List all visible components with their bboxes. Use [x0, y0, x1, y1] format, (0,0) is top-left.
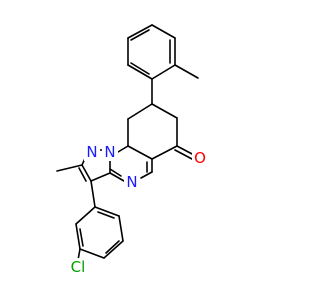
bond	[117, 145, 129, 153]
bond	[174, 149, 193, 160]
bond	[105, 240, 120, 254]
bond	[75, 223, 81, 250]
bond	[81, 164, 92, 182]
bond	[151, 103, 178, 119]
bond	[127, 145, 153, 160]
atom-o-label: O	[194, 149, 206, 167]
atom-n3-label: N	[126, 173, 137, 191]
atom-n2-label: N	[86, 143, 97, 161]
bond	[118, 215, 124, 242]
bond	[79, 228, 84, 247]
bond	[90, 180, 96, 208]
bond	[151, 64, 176, 80]
bond	[127, 24, 153, 39]
bond	[103, 240, 124, 259]
bond	[97, 211, 115, 219]
molecule-structure-canvas: N N N O Cl	[56, 24, 208, 276]
bond	[109, 168, 122, 177]
bond	[78, 167, 87, 182]
bond	[56, 164, 83, 172]
bond	[94, 206, 120, 217]
bonds	[56, 24, 199, 261]
bond	[151, 145, 178, 160]
bond	[174, 64, 199, 79]
atom-cl-label: Cl	[71, 258, 86, 276]
bond	[130, 29, 150, 41]
atom-labels: N N N O Cl	[66, 143, 208, 276]
bond	[127, 103, 153, 120]
bond	[176, 145, 195, 156]
bond	[130, 62, 150, 75]
bond	[127, 64, 153, 80]
bond	[75, 206, 96, 225]
bond	[140, 171, 153, 179]
bond	[90, 172, 111, 182]
bond	[151, 24, 176, 39]
molecule-diagram: N N N O Cl	[56, 24, 208, 276]
bond	[109, 172, 125, 182]
atom-n1-label: N	[104, 143, 115, 161]
bond	[79, 248, 105, 259]
